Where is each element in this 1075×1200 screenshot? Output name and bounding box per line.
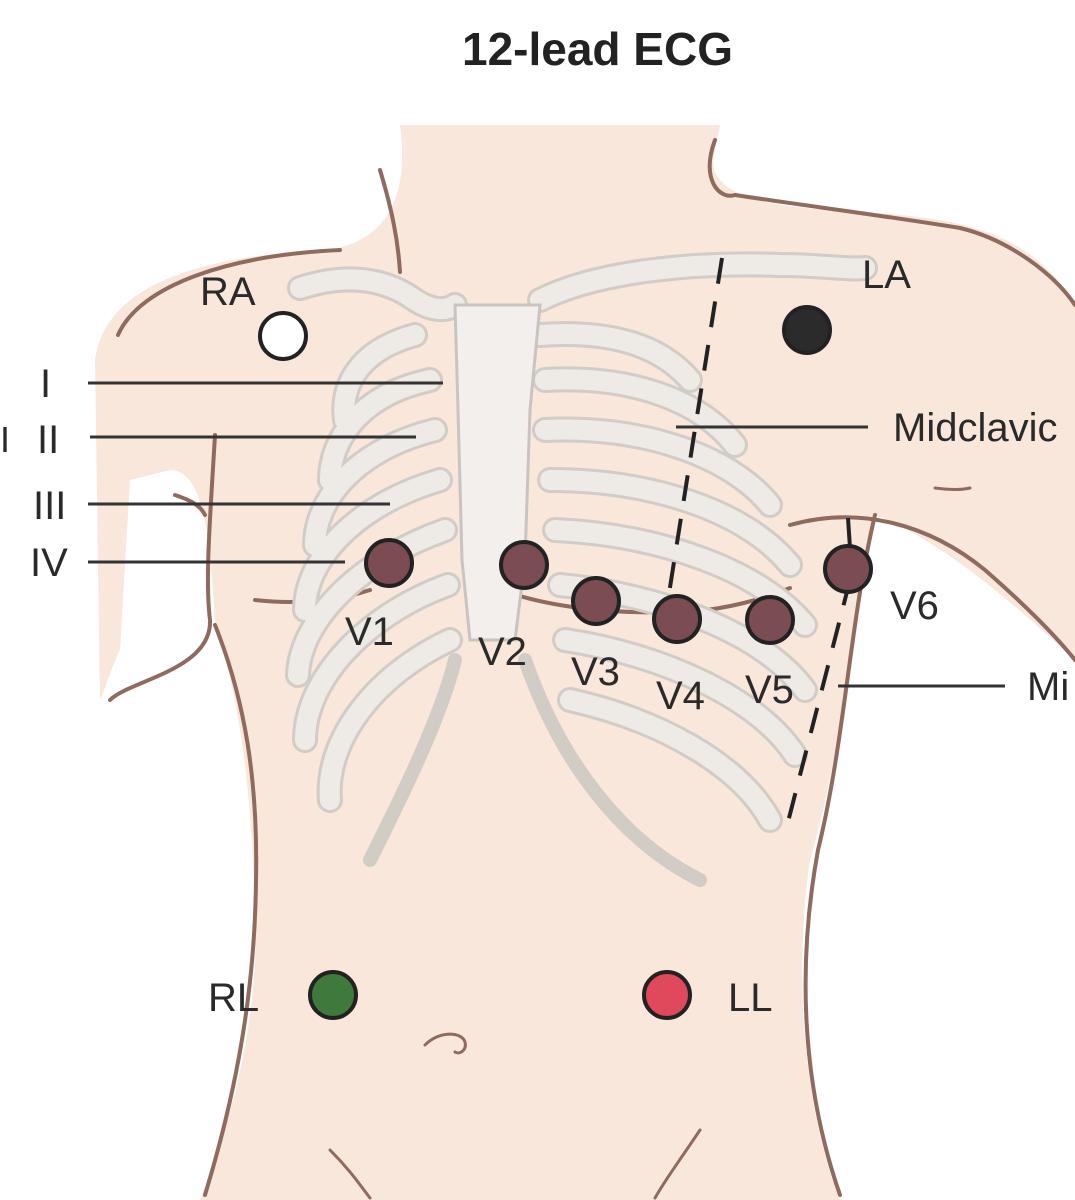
v4-electrode (652, 594, 702, 644)
midclavicular-line-label: Midclavic (893, 406, 1058, 450)
v6-electrode (823, 544, 873, 594)
intercostal-label-iv: IV (30, 541, 68, 585)
left-chest-mark (933, 486, 972, 491)
v2-label: V2 (478, 630, 527, 674)
ra-label: RA (200, 270, 256, 314)
rl-electrode (308, 970, 358, 1020)
rib-cage (285, 251, 878, 887)
left-torso-outline (803, 513, 877, 1197)
hip-line-left (653, 1128, 702, 1200)
v5-electrode (745, 595, 795, 645)
v5-label: V5 (745, 668, 794, 712)
left-shoulder-outline (733, 193, 1075, 307)
ll-label: LL (728, 976, 773, 1020)
edge-marker-label: I (0, 419, 11, 460)
v1-electrode (364, 538, 414, 588)
right-shoulder-outline (116, 248, 342, 337)
intercostal-label-i: I (40, 362, 52, 406)
la-label: LA (862, 253, 911, 297)
neck-line-right (378, 168, 402, 274)
intercostal-label-ii: II (37, 418, 60, 462)
midclavicular-dashed-line (666, 257, 724, 601)
rl-label: RL (208, 976, 260, 1020)
v3-label: V3 (571, 650, 620, 694)
v1-label: V1 (345, 610, 394, 654)
left-arm-outline (788, 515, 1075, 662)
v3-electrode (571, 576, 621, 626)
midaxillary-line-label: Mi (1027, 665, 1070, 709)
ra-electrode (258, 311, 308, 361)
v6-line-upper (846, 517, 852, 549)
left-neck-line (707, 138, 737, 198)
v2-electrode (499, 540, 549, 590)
intercostal-label-iii: III (33, 484, 67, 528)
navel (423, 1032, 467, 1055)
v4-label: V4 (656, 674, 705, 718)
diagram-title: 12-lead ECG (462, 23, 733, 75)
ll-electrode (642, 970, 692, 1020)
hip-line-right (328, 1148, 372, 1200)
right-torso-outline (203, 623, 259, 1197)
la-electrode (782, 305, 832, 355)
v6-label: V6 (890, 584, 939, 628)
